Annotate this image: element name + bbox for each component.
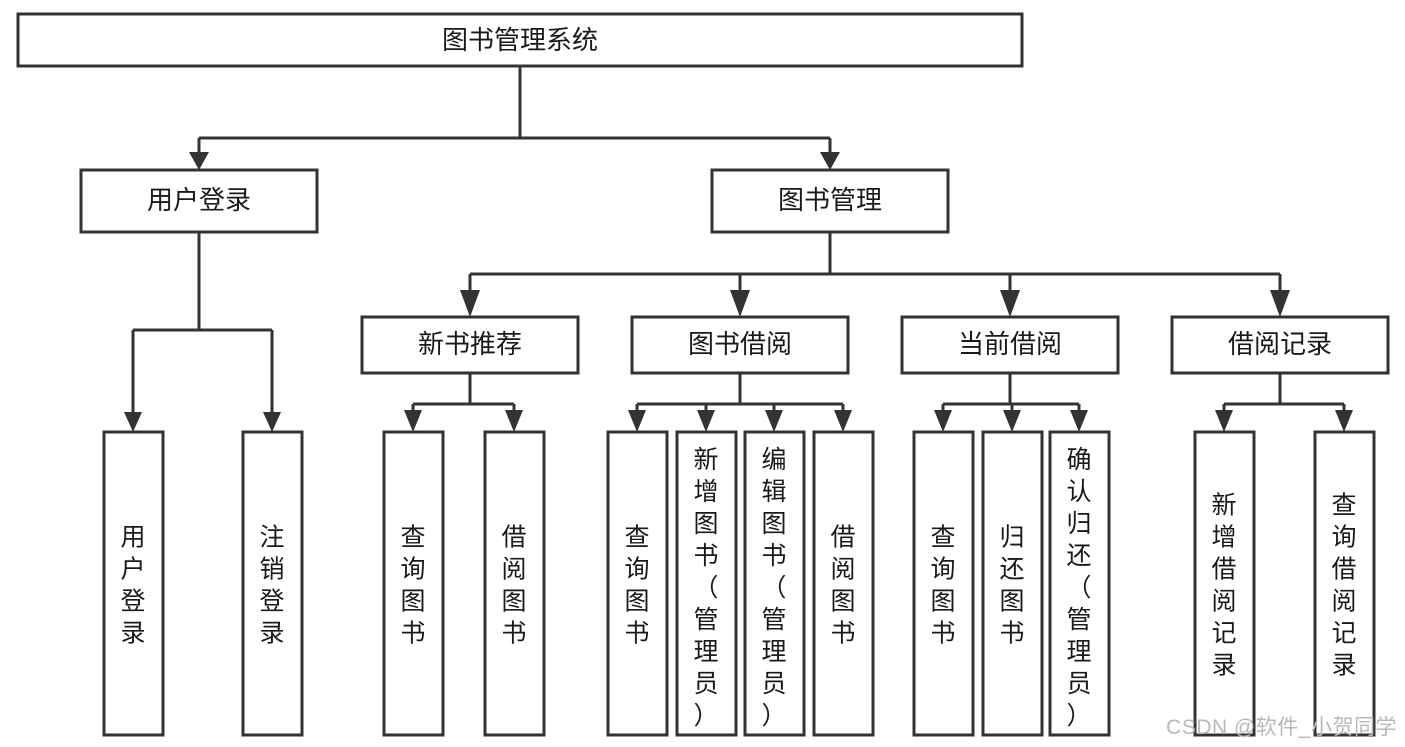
arrow-head-icon (628, 410, 646, 432)
leaf-borrow-book-1-label: 借阅图书 (501, 524, 526, 648)
node-borrow-record-box[interactable] (1170, 315, 1390, 375)
arrow-head-icon (1335, 410, 1353, 432)
node-borrow-record[interactable]: 借阅记录 (1170, 315, 1390, 375)
arrow-head-icon (124, 412, 142, 432)
node-book-borrow-box[interactable] (630, 315, 850, 375)
arrow-head-icon (505, 410, 523, 432)
node-root-label: 图书管理系统 (442, 25, 598, 55)
arrow-head-icon (189, 152, 209, 170)
node-root[interactable]: 图书管理系统 (16, 12, 1024, 68)
leaf-edit-book-box[interactable] (743, 430, 806, 737)
connector-book-manage-to-level3 (468, 232, 1282, 300)
leaf-borrow-book-1-box[interactable] (483, 430, 546, 737)
node-root-box[interactable] (16, 12, 1024, 68)
node-user-login-label: 用户登录 (147, 185, 251, 215)
leaf-query-book-2-box[interactable] (606, 430, 669, 737)
leaf-group-user-login: 用户登录 注销登录 (102, 430, 304, 737)
leaf-add-record-label: 新增借阅记录 (1211, 492, 1236, 680)
arrow-head-icon (934, 410, 952, 432)
node-book-borrow-label: 图书借阅 (688, 329, 792, 359)
arrow-head-icon (263, 412, 281, 432)
leaf-edit-book-label: 编辑图书（管理员） (761, 446, 786, 730)
arrow-head-icon (765, 410, 783, 432)
node-book-borrow[interactable]: 图书借阅 (630, 315, 850, 375)
node-new-book-rec-box[interactable] (360, 315, 580, 375)
node-current-borrow[interactable]: 当前借阅 (900, 315, 1120, 375)
arrow-head-icon (820, 152, 840, 170)
arrow-head-icon (1270, 290, 1290, 317)
leaf-return-book-label: 归还图书 (999, 524, 1024, 648)
connector-group (131, 66, 1346, 420)
leaf-confirm-return-label: 确认归还（管理员） (1066, 446, 1091, 730)
arrow-head-icon (1003, 410, 1021, 432)
leaf-user-login-box[interactable] (102, 430, 165, 737)
leaf-query-book-3-box[interactable] (912, 430, 975, 737)
leaf-query-book-1-box[interactable] (382, 430, 445, 737)
leaf-group-new-book-rec: 查询图书 借阅图书 (382, 430, 546, 737)
arrow-head-icon (697, 410, 715, 432)
leaf-logout-box[interactable] (241, 430, 304, 737)
node-new-book-rec-label: 新书推荐 (418, 329, 522, 359)
arrow-head-icon (1000, 290, 1020, 317)
leaf-group-current-borrow: 查询图书 归还图书 确认归还（管理员） (912, 430, 1111, 737)
node-user-login-box[interactable] (79, 168, 319, 234)
leaf-confirm-return-box[interactable] (1048, 430, 1111, 737)
leaf-return-book-box[interactable] (981, 430, 1044, 737)
leaf-query-book-3-label: 查询图书 (930, 524, 955, 648)
leaf-query-book-1-label: 查询图书 (400, 524, 425, 648)
leaf-user-login-label: 用户登录 (120, 524, 145, 648)
node-user-login[interactable]: 用户登录 (79, 168, 319, 234)
leaf-logout-label: 注销登录 (259, 524, 284, 648)
node-current-borrow-box[interactable] (900, 315, 1120, 375)
arrow-head-icon (834, 410, 852, 432)
leaf-group-borrow-record: 新增借阅记录 查询借阅记录 (1193, 430, 1376, 737)
arrow-head-icon (404, 410, 422, 432)
leaf-group-book-borrow: 查询图书 新增图书（管理员） 编辑图书（管理员） 借阅图书 (606, 430, 875, 737)
arrowhead-group (124, 152, 1353, 432)
arrow-head-icon (1215, 410, 1233, 432)
node-book-manage-label: 图书管理 (778, 185, 882, 215)
node-current-borrow-label: 当前借阅 (958, 329, 1062, 359)
node-book-manage[interactable]: 图书管理 (710, 168, 950, 234)
connector-root-to-level2 (197, 66, 832, 160)
leaf-query-book-2-label: 查询图书 (624, 524, 649, 648)
node-new-book-rec[interactable]: 新书推荐 (360, 315, 580, 375)
arrow-head-icon (1070, 410, 1088, 432)
leaf-add-book-box[interactable] (675, 430, 738, 737)
leaf-borrow-book-2-label: 借阅图书 (830, 524, 855, 648)
arrow-head-icon (730, 290, 750, 317)
connector-user-login-to-leaves (131, 232, 274, 420)
connector-book-borrow-to-leaves (635, 373, 845, 420)
leaf-add-record-box[interactable] (1193, 430, 1256, 737)
arrow-head-icon (460, 290, 480, 317)
node-book-manage-box[interactable] (710, 168, 950, 234)
connector-new-book-rec-to-leaves (411, 373, 516, 420)
leaf-add-book-label: 新增图书（管理员） (693, 446, 718, 730)
connector-borrow-record-to-leaves (1222, 373, 1346, 420)
leaf-query-record-label: 查询借阅记录 (1331, 492, 1356, 680)
leaf-query-record-box[interactable] (1313, 430, 1376, 737)
node-borrow-record-label: 借阅记录 (1228, 329, 1332, 359)
leaf-borrow-book-2-box[interactable] (812, 430, 875, 737)
csdn-watermark: CSDN @软件_小贺同学 (1166, 716, 1397, 739)
